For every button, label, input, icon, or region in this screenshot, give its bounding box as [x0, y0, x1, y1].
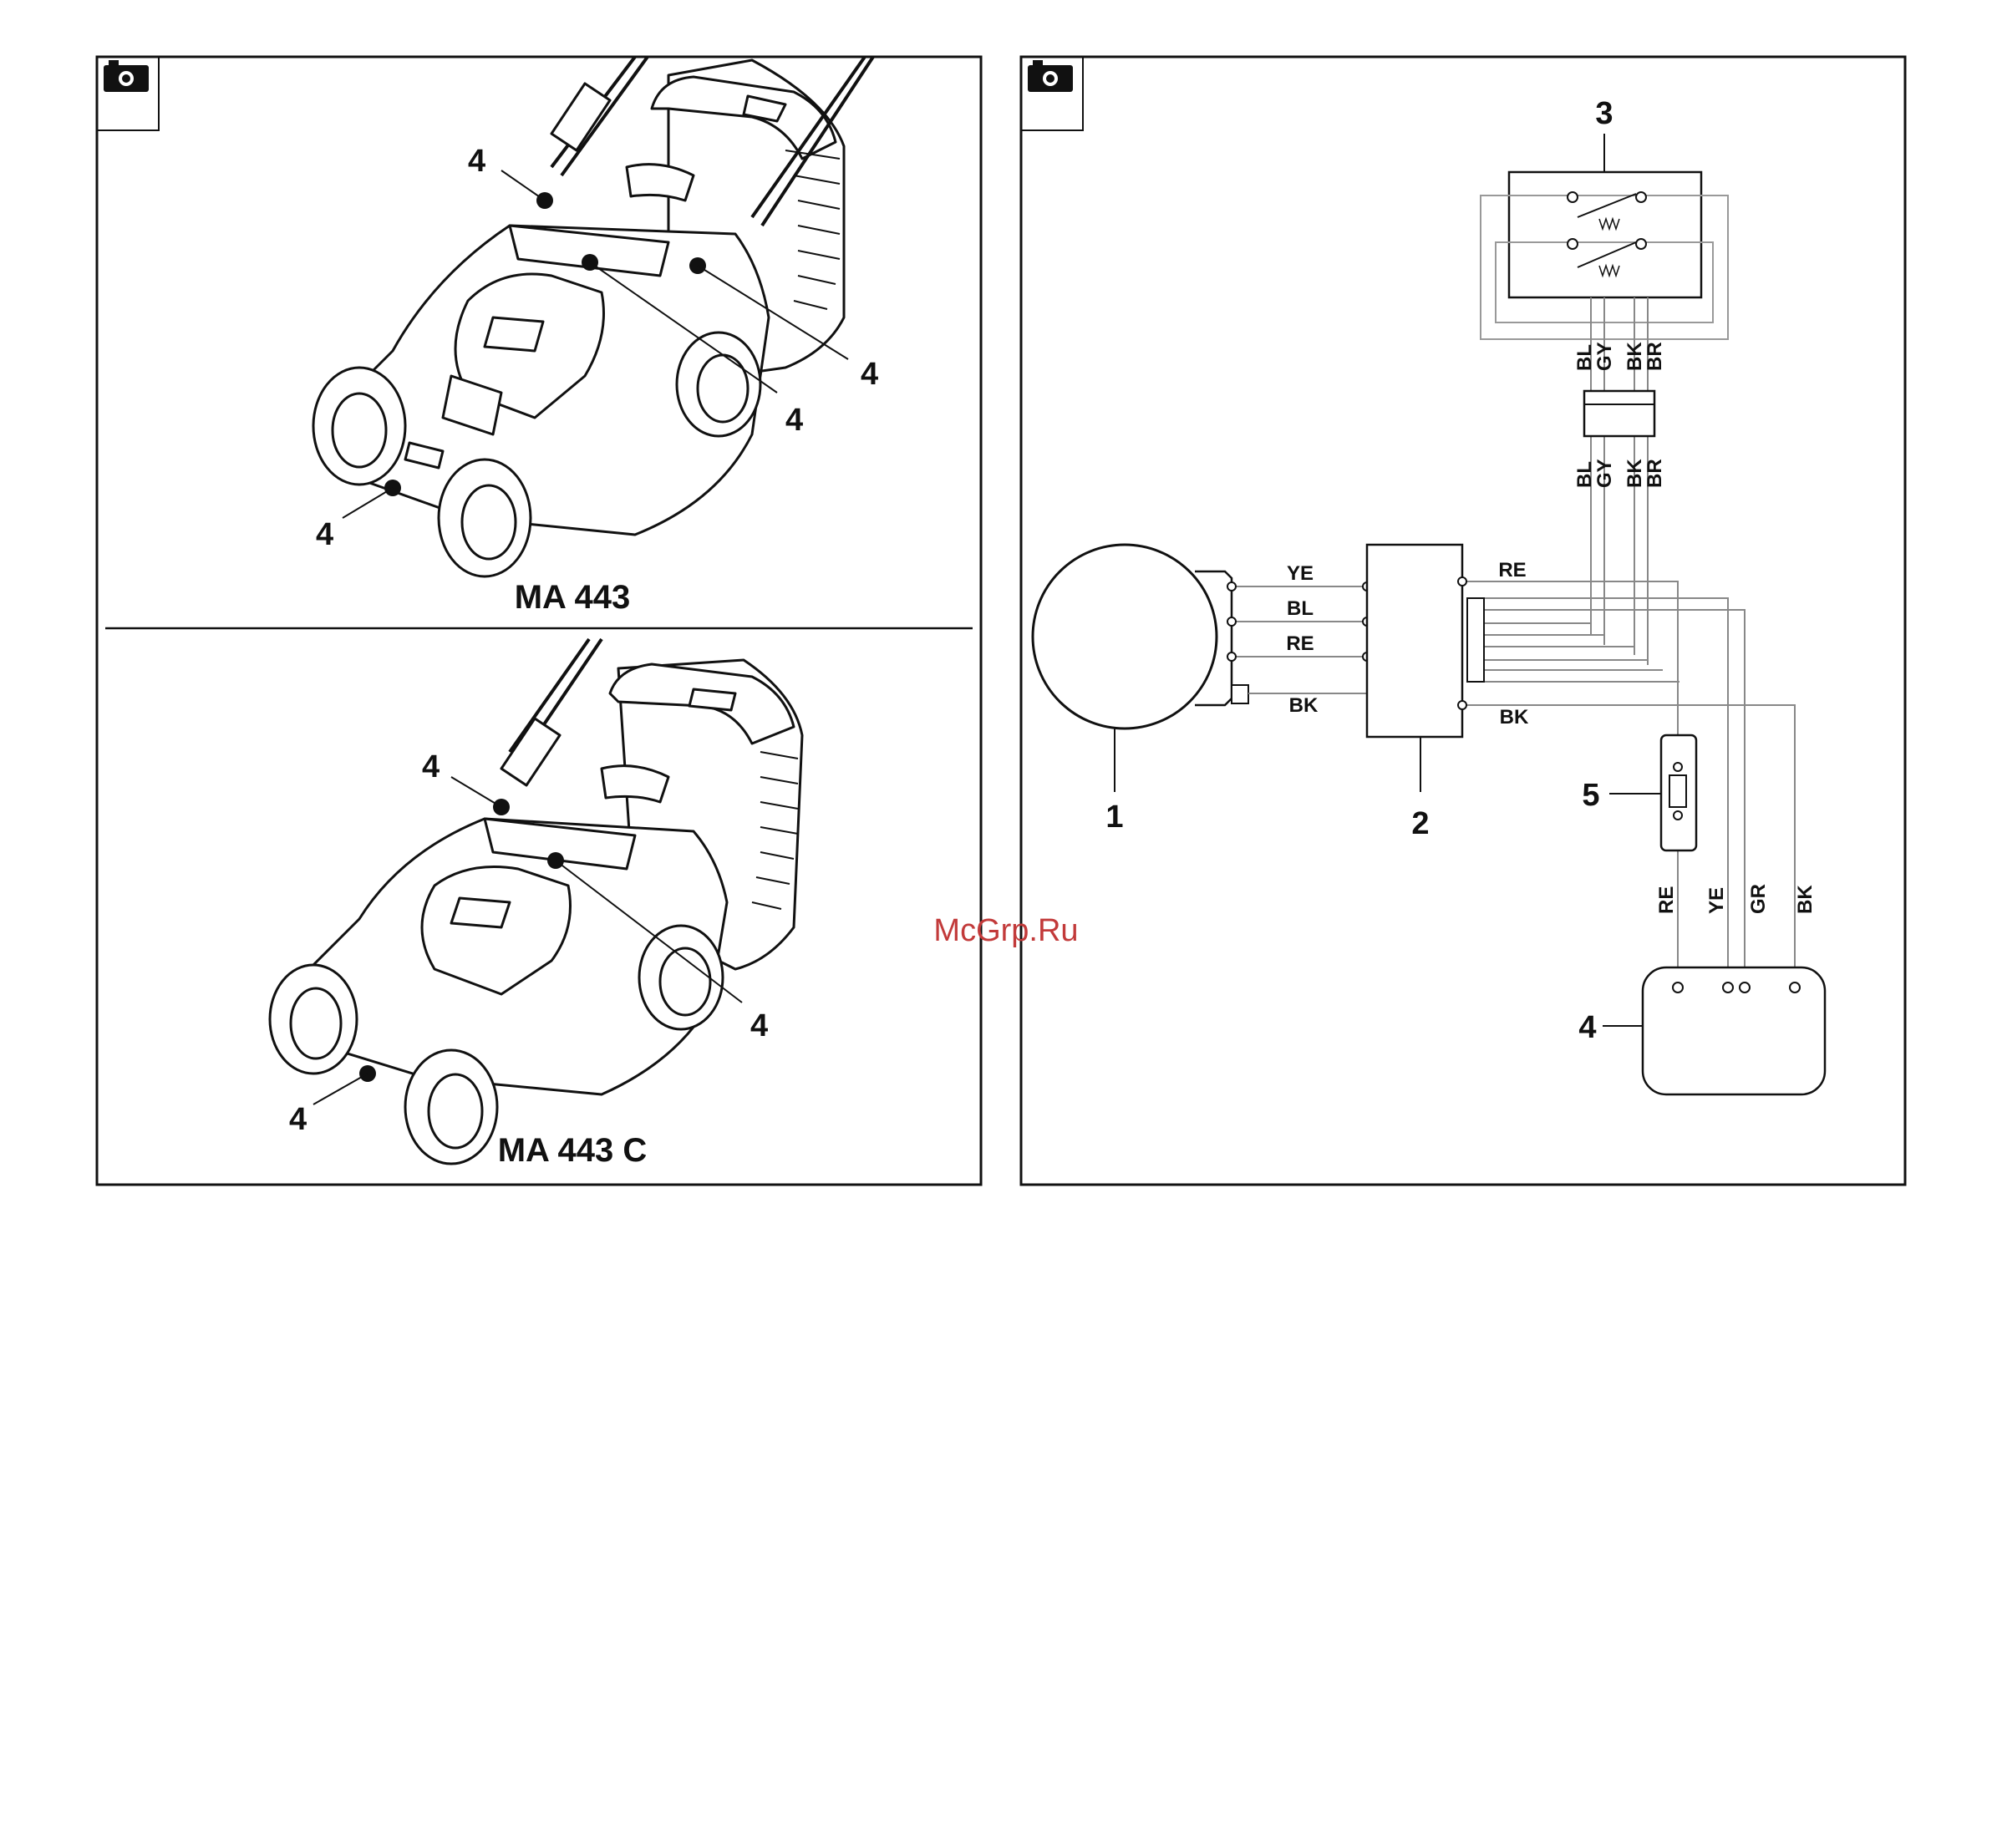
wire-label-bl: BL: [1573, 344, 1596, 371]
battery: 4: [1578, 967, 1825, 1094]
switch-wire-labels-lower: BL GY BK BR: [1573, 459, 1666, 488]
right-panel: 3 BL GY BK: [1021, 57, 1905, 1185]
connector: [1584, 391, 1654, 436]
wire-label-bl: BL: [1287, 597, 1314, 620]
wire-label-bk: BK: [1289, 694, 1319, 717]
wire-label-br: BR: [1644, 342, 1666, 371]
motor: 1: [1033, 545, 1248, 835]
wire-label-gy: GY: [1593, 342, 1616, 371]
wire-label-br: BR: [1644, 459, 1666, 488]
wire-label-bk: BK: [1794, 885, 1817, 914]
wire-label-ye: YE: [1705, 887, 1728, 914]
wire-label-re: RE: [1286, 632, 1314, 655]
plug-block: [1467, 598, 1484, 682]
lawn-mower-illustration-top: [313, 57, 873, 576]
wire-label-gy: GY: [1593, 459, 1616, 488]
wire-label-bk: BK: [1624, 459, 1646, 488]
left-panel: 4 4 4 4 MA 443: [97, 57, 981, 1185]
control-box-label: 2: [1411, 806, 1429, 841]
wire-label-ye: YE: [1287, 562, 1314, 585]
wire-label-bk: BK: [1624, 342, 1646, 371]
callout-4: 4: [316, 517, 333, 552]
switch-wire-labels-upper: BL GY BK BR: [1573, 342, 1666, 371]
model-label-bottom: MA 443 C: [498, 1132, 648, 1169]
watermark: McGrp.Ru: [933, 913, 1078, 948]
wire-label-bl: BL: [1573, 461, 1596, 488]
battery-label: 4: [1578, 1010, 1596, 1045]
callout-4: 4: [289, 1102, 307, 1137]
motor-label: 1: [1105, 800, 1123, 835]
callout-4: 4: [785, 403, 803, 438]
camera-icon: [97, 57, 159, 130]
callout-4: 4: [468, 144, 485, 179]
wire-label-bk: BK: [1500, 706, 1529, 729]
wire-label-gr: GR: [1747, 884, 1770, 914]
battery-wire-labels: RE YE GR BK: [1655, 884, 1817, 914]
control-box: 2: [1367, 545, 1462, 841]
fuse-label: 5: [1582, 778, 1599, 813]
wire-label-re: RE: [1498, 559, 1526, 581]
wire-label-re: RE: [1655, 886, 1678, 914]
lawn-mower-illustration-bottom: [270, 639, 802, 1164]
fuse: 5: [1582, 735, 1696, 850]
callout-4: 4: [861, 357, 878, 392]
switch-label: 3: [1595, 96, 1613, 131]
camera-icon: [1021, 57, 1083, 130]
control-box-wires: [1462, 581, 1795, 987]
model-label-top: MA 443: [515, 579, 631, 616]
callout-4: 4: [750, 1008, 768, 1043]
callout-4: 4: [422, 749, 440, 784]
